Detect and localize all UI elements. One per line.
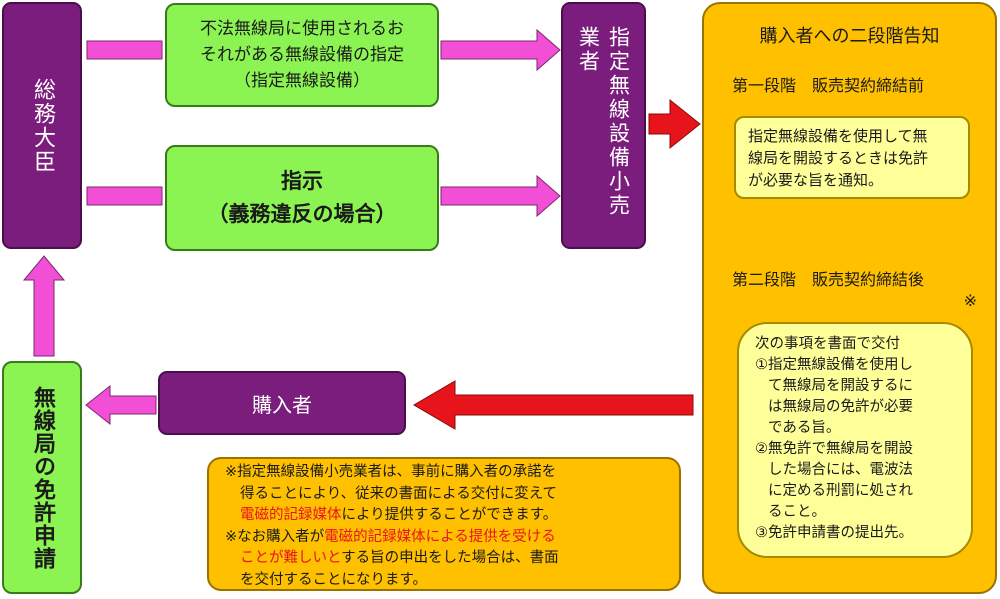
arrow-instruction-to-retailer: [440, 174, 561, 218]
designation-line-3: （指定無線設備）: [234, 71, 370, 91]
footnote-p2-line-2: ことが難しいとする旨の申出をした場合は、書面: [225, 548, 679, 570]
footnote-p2-line-3: を交付することになります。: [240, 571, 428, 588]
stage2-item-2-line-3: に定める刑罰に処され: [768, 483, 913, 499]
minister-box: 総務大臣: [2, 2, 82, 249]
footnote-p1-line-3-rest: により提供することができます。: [341, 507, 558, 523]
footnote-difficult: ことが難しいと: [240, 550, 342, 566]
arrow-notification-to-purchaser: [413, 380, 694, 430]
purchaser-box: 購入者: [158, 371, 406, 435]
stage1-line-1: 指定無線設備を使用して無: [748, 127, 928, 145]
stage2-item-1-line-3: は無線局の免許が必要: [768, 399, 913, 415]
footnote-p2-line-1-a: ※なお購入者が: [225, 528, 325, 545]
stage2-item-2-line-2: した場合には、電波法: [768, 462, 913, 478]
license-application-label: 無線局の免許申請: [30, 385, 55, 570]
footnote-electronic-media-1: 電磁的記録媒体: [240, 507, 342, 523]
retailer-label: 指定無線設備小売業者: [576, 25, 631, 218]
stage1-title: 第一段階 販売契約締結前: [732, 76, 925, 95]
stage2-intro: 次の事項を書面で交付: [755, 336, 900, 352]
designation-line-2: それがある無線設備の指定: [200, 45, 404, 65]
arrow-minister-to-designation: [86, 40, 163, 60]
purchaser-label: 購入者: [252, 392, 312, 417]
designated-equipment-box: 不法無線局に使用されるお それがある無線設備の指定 （指定無線設備）: [165, 3, 439, 107]
stage2-item-1-line-2: て無線局を開設するに: [768, 378, 913, 394]
footnote-p2-line-1: ※なお購入者が電磁的記録媒体による提供を受ける: [225, 527, 679, 549]
stage2-item-1: ① 指定無線設備を使用し て無線局を開設するに は無線局の免許が必要 である旨。: [755, 355, 963, 439]
arrow-license-to-minister: [22, 255, 66, 357]
arrow-retailer-to-notification: [648, 98, 701, 150]
stage2-text-box: 次の事項を書面で交付 ① 指定無線設備を使用し て無線局を開設するに は無線局の…: [737, 322, 973, 558]
minister-label: 総務大臣: [30, 77, 55, 174]
stage2-item-2-line-1: 無免許で無線局を開設: [768, 441, 913, 457]
stage1-text-box: 指定無線設備を使用して無 線局を開設するときは免許 が必要な旨を通知。: [734, 116, 970, 199]
footnote-p1-line-3: 電磁的記録媒体により提供することができます。: [225, 505, 679, 527]
footnote-p1-line-2: 得ることにより、従来の書面による交付に変えて: [240, 485, 557, 502]
notification-title: 購入者への二段階告知: [759, 26, 940, 47]
stage2-item-1-num: ①: [755, 357, 768, 373]
stage2-item-2-num: ②: [755, 441, 768, 457]
instruction-line-2: （義務違反の場合）: [207, 202, 397, 226]
stage1-line-3: が必要な旨を通知。: [748, 171, 884, 189]
stage2-item-3: ③ 免許申請書の提出先。: [755, 523, 963, 544]
stage2-item-1-line-1: 指定無線設備を使用し: [768, 357, 913, 373]
arrow-designation-to-retailer: [440, 28, 561, 72]
two-stage-notification-box: 購入者への二段階告知 第一段階 販売契約締結前 指定無線設備を使用して無 線局を…: [702, 2, 997, 594]
stage1-line-2: 線局を開設するときは免許: [748, 149, 929, 167]
stage2-item-2-line-4: ること。: [768, 504, 826, 520]
retailer-box: 指定無線設備小売業者: [561, 2, 646, 249]
designation-line-1: 不法無線局に使用されるお: [200, 19, 404, 39]
stage2-item-3-num: ③: [755, 525, 768, 541]
stage2-title: 第二段階 販売契約締結後: [732, 270, 925, 289]
license-application-box: 無線局の免許申請: [2, 361, 82, 594]
footnote-p2-line-2-rest: する旨の申出をした場合は、書面: [341, 550, 559, 566]
stage2-item-3-line-1: 免許申請書の提出先。: [768, 525, 913, 541]
arrow-purchaser-to-license: [85, 384, 157, 426]
stage2-item-2: ② 無免許で無線局を開設 した場合には、電波法 に定める刑罰に処され ること。: [755, 439, 963, 523]
stage2-item-1-line-4: である旨。: [768, 420, 841, 436]
stage2-mark: ※: [963, 291, 977, 310]
footnote-p1-line-1: ※指定無線設備小売業者は、事前に購入者の承諾を: [225, 464, 557, 480]
instruction-box: 指示 （義務違反の場合）: [165, 145, 439, 251]
footnote-box: ※指定無線設備小売業者は、事前に購入者の承諾を 得ることにより、従来の書面による…: [207, 457, 681, 591]
footnote-electronic-media-2: 電磁的記録媒体による提供を受ける: [324, 528, 556, 545]
arrow-minister-to-instruction: [86, 186, 163, 206]
instruction-line-1: 指示: [281, 169, 323, 193]
